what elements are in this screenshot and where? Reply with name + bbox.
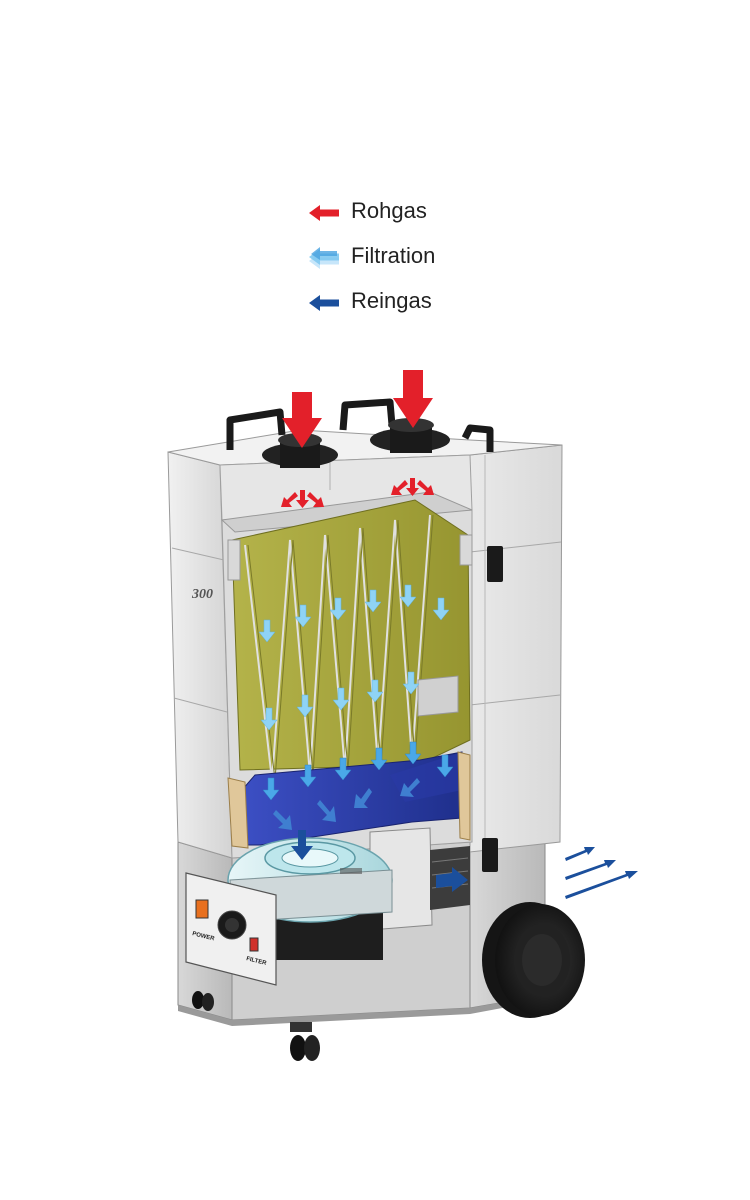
raw-gas-inlet-arrow	[393, 370, 433, 428]
caster-left	[192, 991, 214, 1011]
light-blue-arrow-icon	[309, 247, 339, 269]
model-label: 300	[191, 587, 213, 602]
raw-gas-distribution-arrows	[281, 478, 434, 508]
raw-gas-inlet-arrow	[282, 392, 322, 448]
caster-front	[290, 1022, 320, 1061]
filtration-arrows	[258, 584, 450, 731]
filtration-arrows-lower	[262, 741, 454, 801]
handle-left[interactable]	[226, 408, 286, 450]
power-switch[interactable]	[195, 899, 209, 919]
clean-gas-outlet-arrow	[436, 867, 468, 892]
base-bottom	[178, 995, 545, 1026]
handle-right[interactable]	[339, 398, 396, 431]
legend-item-reingas: Reingas	[305, 286, 505, 331]
power-label: POWER	[192, 931, 216, 942]
latch-lower[interactable]	[482, 838, 498, 872]
legend-item-rohgas: Rohgas	[305, 196, 505, 241]
legend-item-filtration: Filtration	[305, 241, 505, 286]
wheel	[482, 902, 585, 1018]
red-arrow-icon	[309, 205, 339, 221]
clean-gas-exhaust-arrows	[565, 847, 638, 899]
filter-frame-left	[227, 777, 249, 849]
latch-upper[interactable]	[487, 546, 503, 582]
clean-gas-inner-arrows	[273, 778, 420, 830]
control-panel: POWER FILTER	[185, 872, 277, 986]
filter-label: FILTER	[246, 956, 268, 967]
legend: Rohgas Filtration Reingas	[305, 196, 505, 331]
legend-label: Filtration	[351, 243, 436, 268]
dark-blue-arrow-icon	[309, 295, 339, 311]
clean-gas-down-arrow	[291, 830, 313, 860]
filter-frame-right	[457, 751, 471, 841]
legend-label: Rohgas	[351, 198, 427, 223]
right-housing-panel	[469, 444, 563, 853]
legend-label: Reingas	[351, 288, 432, 313]
handle-back[interactable]	[461, 424, 494, 452]
filter-indicator	[249, 937, 259, 952]
